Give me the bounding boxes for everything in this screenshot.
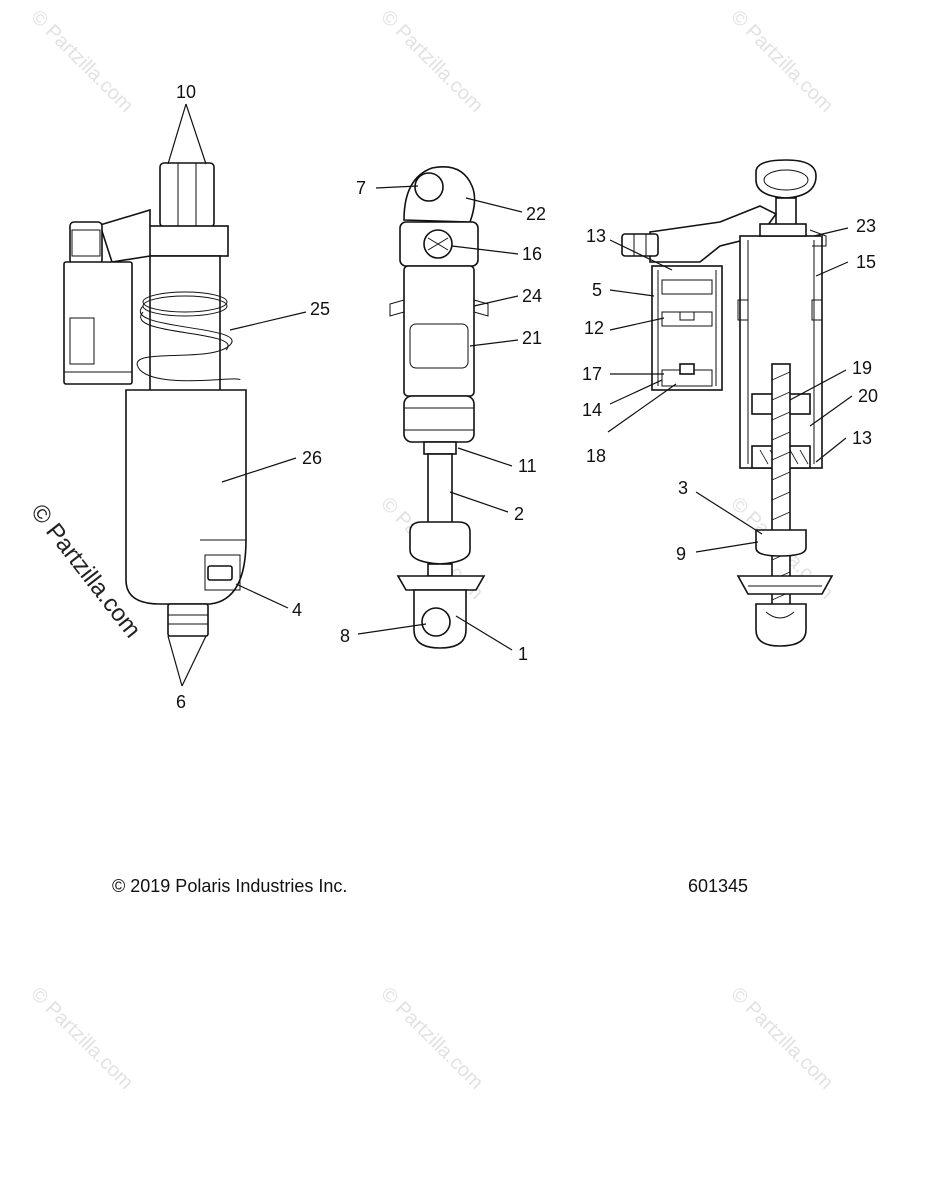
callout-2: 2 xyxy=(514,504,524,524)
watermark: © Partzilla.com xyxy=(26,983,137,1094)
callout-7: 7 xyxy=(356,178,366,198)
callout-18: 18 xyxy=(586,446,606,466)
callout-17: 17 xyxy=(582,364,602,384)
watermark: © Partzilla.com xyxy=(376,983,487,1094)
diagram-number: 601345 xyxy=(688,876,748,896)
watermark: © Partzilla.com xyxy=(726,6,837,117)
callout-15: 15 xyxy=(856,252,876,272)
copyright-notice: © 2019 Polaris Industries Inc. xyxy=(112,876,347,896)
callout-13-top: 13 xyxy=(586,226,606,246)
callout-26: 26 xyxy=(302,448,322,468)
callout-24: 24 xyxy=(522,286,542,306)
middle-shock-illustration xyxy=(389,166,489,649)
watermark: © Partzilla.com xyxy=(376,6,487,117)
right-shock-cutaway xyxy=(621,159,834,647)
callout-16: 16 xyxy=(522,244,542,264)
callout-25: 25 xyxy=(310,299,330,319)
callout-11: 11 xyxy=(518,456,537,476)
callout-10: 10 xyxy=(176,82,196,102)
callout-3: 3 xyxy=(678,478,688,498)
left-shock-illustration xyxy=(63,162,247,637)
callout-6: 6 xyxy=(176,692,186,712)
callout-numbers: 10 25 26 4 6 7 22 16 24 21 11 2 8 1 13 5… xyxy=(176,82,878,712)
callout-13-bottom: 13 xyxy=(852,428,872,448)
leader-lines xyxy=(167,103,853,687)
callout-20: 20 xyxy=(858,386,878,406)
callout-9: 9 xyxy=(676,544,686,564)
callout-5: 5 xyxy=(592,280,602,300)
callout-23: 23 xyxy=(856,216,876,236)
callout-22: 22 xyxy=(526,204,546,224)
callout-12: 12 xyxy=(584,318,604,338)
callout-8: 8 xyxy=(340,626,350,646)
callout-21: 21 xyxy=(522,328,542,348)
callout-19: 19 xyxy=(852,358,872,378)
watermark: © Partzilla.com xyxy=(26,6,137,117)
watermark: © Partzilla.com xyxy=(726,983,837,1094)
callout-14: 14 xyxy=(582,400,602,420)
callout-1: 1 xyxy=(518,644,528,664)
callout-4: 4 xyxy=(292,600,302,620)
